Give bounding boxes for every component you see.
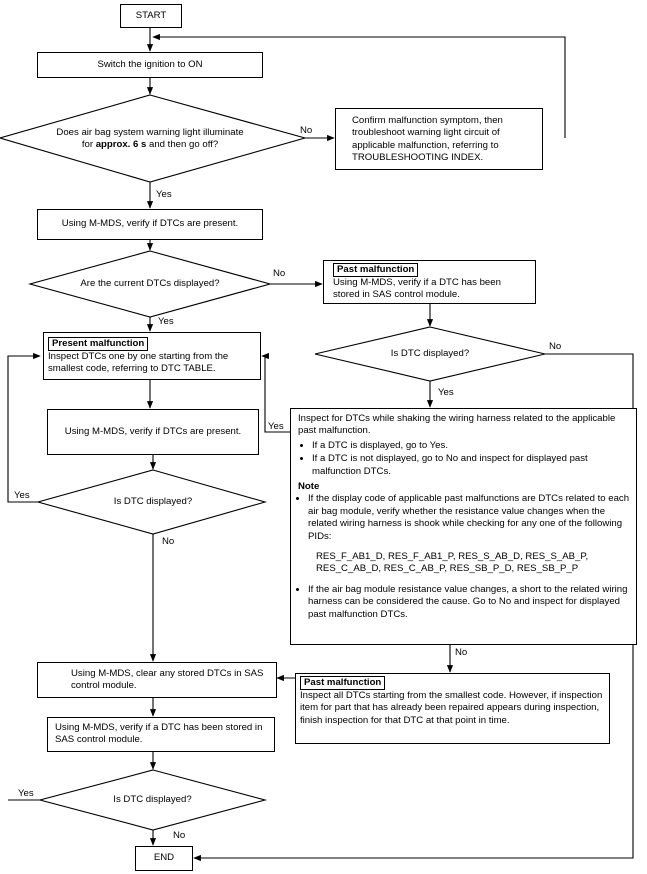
note-text-2: If the air bag module resistance value c… bbox=[308, 583, 628, 620]
warning-line2-suffix: and then go off? bbox=[146, 139, 219, 151]
clear-dtcs-text: Using M-MDS, clear any stored DTCs in SA… bbox=[71, 668, 264, 692]
verify-dtc-stored-text: Using M-MDS, verify if a DTC has been st… bbox=[55, 722, 263, 746]
label-no-bottom: No bbox=[173, 830, 186, 841]
label-yes-right: Yes bbox=[438, 387, 454, 398]
verify-dtcs-text-1: Using M-MDS, verify if DTCs are present. bbox=[61, 218, 239, 230]
label-yes-bottom: Yes bbox=[18, 788, 34, 799]
note-text-1: If the display code of applicable past m… bbox=[308, 493, 630, 542]
past-malfunction-box-2: Past malfunction Inspect all DTCs starti… bbox=[295, 673, 610, 744]
pid-line-2: RES_C_AB_D, RES_C_AB_P, RES_SB_P_D, RES_… bbox=[316, 563, 579, 575]
note-item-2: If the air bag module resistance value c… bbox=[308, 584, 630, 621]
past-malfunction-text-2: Inspect all DTCs starting from the small… bbox=[300, 690, 603, 726]
warning-line2-prefix: for bbox=[81, 139, 96, 151]
inspect-shaking-box: Inspect for DTCs while shaking the wirin… bbox=[290, 408, 637, 645]
decision-current-dtcs: Are the current DTCs displayed? bbox=[30, 278, 270, 290]
end-label: END bbox=[153, 852, 175, 864]
confirm-malfunction-text: Confirm malfunction symptom, then troubl… bbox=[352, 115, 503, 164]
switch-ignition-box: Switch the ignition to ON bbox=[37, 52, 263, 78]
past-malfunction-box-1: Past malfunction Using M-MDS, verify if … bbox=[323, 260, 536, 304]
label-no-warning: No bbox=[300, 125, 313, 136]
note-item-1: If the display code of applicable past m… bbox=[308, 493, 630, 575]
label-yes-mid: Yes bbox=[14, 490, 30, 501]
note-list: If the display code of applicable past m… bbox=[298, 493, 630, 621]
pid-line-1: RES_F_AB1_D, RES_F_AB1_P, RES_S_AB_D, RE… bbox=[316, 551, 589, 563]
past-malfunction-title-2: Past malfunction bbox=[300, 676, 386, 690]
label-no-shaking: No bbox=[455, 647, 468, 658]
dtc-right-text: Is DTC displayed? bbox=[390, 348, 470, 359]
end-terminal: END bbox=[135, 846, 193, 871]
switch-ignition-text: Switch the ignition to ON bbox=[97, 58, 203, 70]
decision-warning-light: Does air bag system warning light illumi… bbox=[0, 127, 300, 152]
warning-line2-bold: approx. 6 s bbox=[95, 139, 147, 151]
label-no-right: No bbox=[549, 341, 562, 352]
current-dtcs-text: Are the current DTCs displayed? bbox=[80, 278, 220, 289]
label-yes-current: Yes bbox=[158, 316, 174, 327]
label-yes-warning: Yes bbox=[156, 189, 172, 200]
label-no-current: No bbox=[273, 268, 286, 279]
inspect-bullet-no: If a DTC is not displayed, go to No and … bbox=[312, 453, 630, 478]
past-malfunction-title-1: Past malfunction bbox=[333, 263, 419, 277]
present-malfunction-box: Present malfunction Inspect DTCs one by … bbox=[43, 332, 261, 380]
verify-dtcs-text-2: Using M-MDS, verify if DTCs are present. bbox=[64, 425, 242, 437]
decision-dtc-bottom: Is DTC displayed? bbox=[40, 794, 265, 806]
clear-dtcs-box: Using M-MDS, clear any stored DTCs in SA… bbox=[37, 662, 277, 698]
decision-dtc-mid: Is DTC displayed? bbox=[38, 496, 268, 508]
decision-dtc-right: Is DTC displayed? bbox=[315, 348, 545, 360]
present-malfunction-text: Inspect DTCs one by one starting from th… bbox=[48, 351, 229, 375]
start-terminal: START bbox=[120, 4, 182, 28]
note-title: Note bbox=[298, 481, 320, 493]
start-label: START bbox=[135, 9, 167, 21]
dtc-bottom-text: Is DTC displayed? bbox=[113, 794, 192, 805]
present-malfunction-title: Present malfunction bbox=[48, 337, 149, 351]
dtc-mid-text: Is DTC displayed? bbox=[113, 496, 193, 507]
label-no-mid: No bbox=[162, 536, 175, 547]
inspect-intro: Inspect for DTCs while shaking the wirin… bbox=[298, 413, 616, 437]
inspect-bullet-yes: If a DTC is displayed, go to Yes. bbox=[312, 440, 630, 452]
verify-dtcs-box-2: Using M-MDS, verify if DTCs are present. bbox=[47, 409, 259, 455]
pid-list: RES_F_AB1_D, RES_F_AB1_P, RES_S_AB_D, RE… bbox=[308, 551, 630, 576]
verify-dtcs-box-1: Using M-MDS, verify if DTCs are present. bbox=[37, 209, 263, 240]
label-yes-shaking: Yes bbox=[268, 421, 284, 432]
warning-line1: Does air bag system warning light illumi… bbox=[56, 127, 244, 138]
confirm-malfunction-box: Confirm malfunction symptom, then troubl… bbox=[335, 108, 543, 170]
verify-dtc-stored-box: Using M-MDS, verify if a DTC has been st… bbox=[47, 717, 275, 752]
inspect-bullets: If a DTC is displayed, go to Yes. If a D… bbox=[298, 440, 630, 478]
past-malfunction-text-1: Using M-MDS, verify if a DTC has been st… bbox=[333, 277, 501, 301]
